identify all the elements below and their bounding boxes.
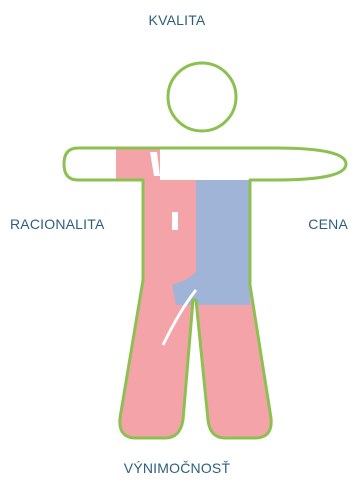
- upper-chest-white: [160, 140, 252, 180]
- body-fill-group: [0, 140, 354, 450]
- head-outline: [168, 63, 236, 131]
- white-accent-mid: [172, 212, 178, 230]
- blue-region: [196, 180, 250, 305]
